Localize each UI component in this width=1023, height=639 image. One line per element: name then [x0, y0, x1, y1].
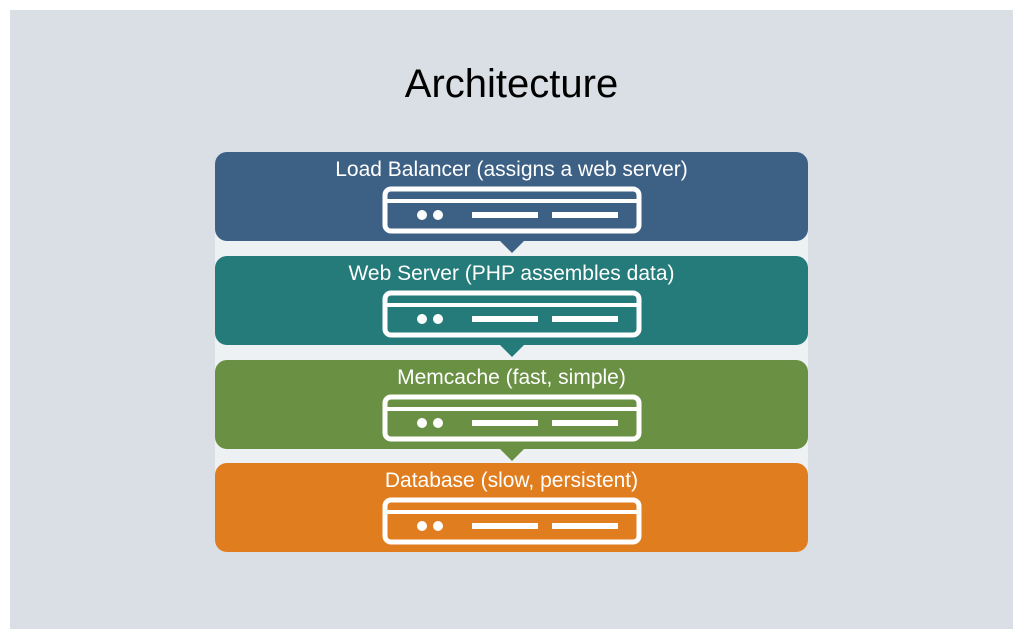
layer-label: Database (slow, persistent)	[384, 469, 639, 492]
layer-memcache: Memcache (fast, simple)	[215, 360, 808, 461]
architecture-stack: Load Balancer (assigns a web server) Web…	[215, 152, 808, 552]
down-arrow-icon	[498, 448, 525, 461]
layer-database: Database (slow, persistent)	[215, 463, 808, 552]
layer-load-balancer: Load Balancer (assigns a web server)	[215, 152, 808, 253]
server-icon	[382, 186, 642, 234]
server-icon	[382, 394, 642, 442]
layer-label: Load Balancer (assigns a web server)	[335, 158, 688, 181]
slide-title: Architecture	[404, 62, 619, 106]
layer-web-server: Web Server (PHP assembles data)	[215, 256, 808, 357]
layer-label: Memcache (fast, simple)	[397, 366, 626, 389]
server-icon	[382, 290, 642, 338]
down-arrow-icon	[498, 344, 525, 357]
slide: Architecture Load Balancer (assigns a we…	[10, 10, 1013, 629]
layer-label: Web Server (PHP assembles data)	[348, 262, 675, 285]
down-arrow-icon	[498, 240, 525, 253]
server-icon	[382, 497, 642, 545]
